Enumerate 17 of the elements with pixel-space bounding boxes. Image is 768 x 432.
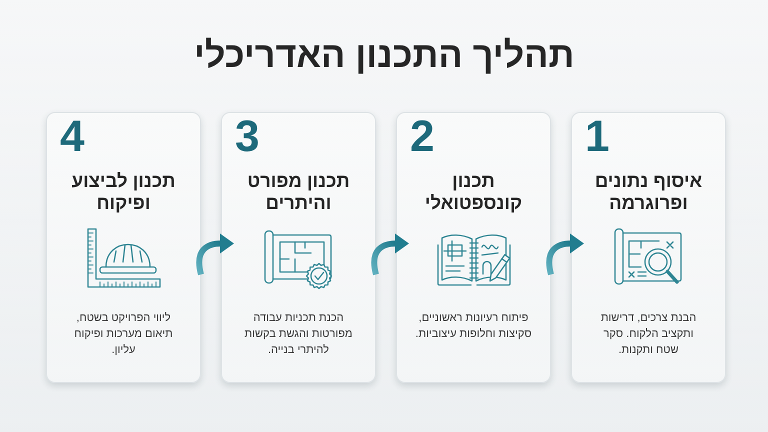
- step-description: הבנת צרכים, דרישות ותקציב הלקוח. סקר שטח ותקנות.: [600, 311, 697, 358]
- step-card: [46, 112, 201, 383]
- step-heading: תכנון לביצוע ופיקוח: [71, 170, 176, 214]
- step-number: 3: [235, 120, 260, 154]
- step-description: ליווי הפרויקט בשטח, תיאום מערכות ופיקוח עליון.: [74, 311, 174, 358]
- step-heading: תכנון מפורט והיתרים: [246, 170, 350, 214]
- step-heading: איסוף נתונים ופרוגרמה: [594, 170, 703, 214]
- step-card: [221, 112, 376, 383]
- step-number: 2: [410, 120, 434, 154]
- step-heading: תכנון קונספטואלי: [424, 170, 523, 214]
- step-number: 4: [60, 120, 84, 154]
- step-card: [396, 112, 551, 383]
- step-description: הכנת תכניות עבודה מפורטות והגשת בקשות להיתרי בנייה.: [244, 311, 353, 358]
- step-description: פיתוח רעיונות ראשוניים, סקיצות וחלופות עיצוביות.: [414, 311, 532, 342]
- step-number: 1: [585, 120, 610, 154]
- step-card: [571, 112, 726, 383]
- title: תהליך התכנון האדריכלי: [194, 34, 574, 76]
